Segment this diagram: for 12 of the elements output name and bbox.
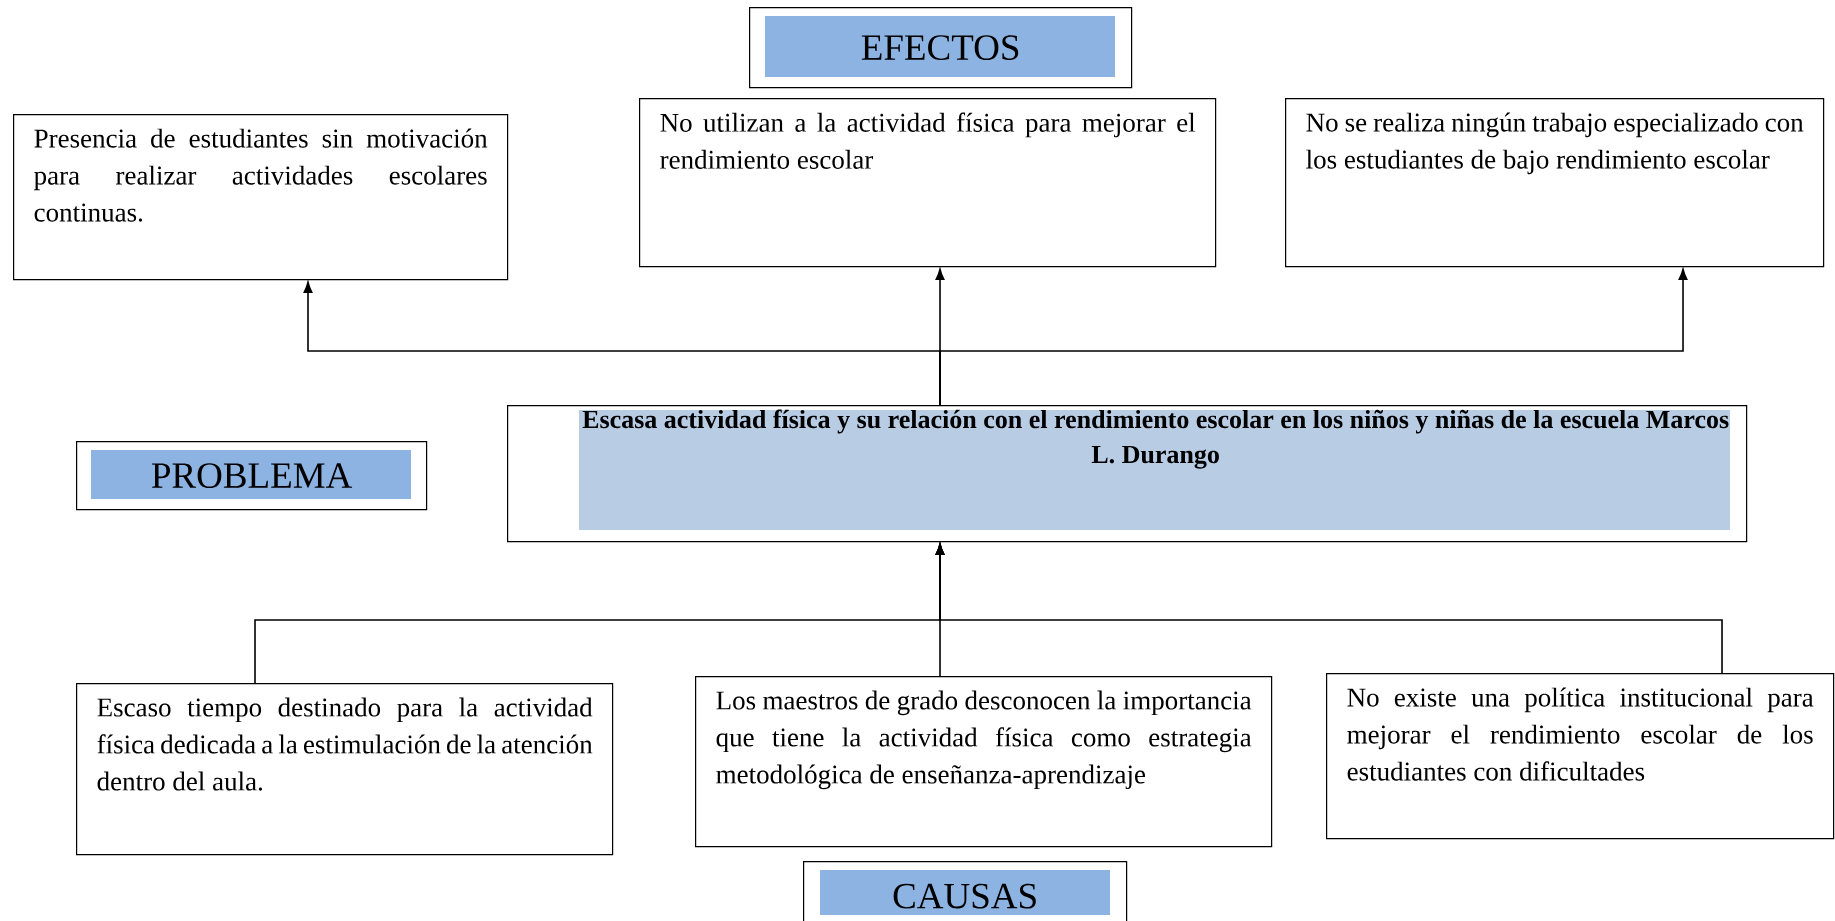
heading-box: EFECTOS [749,7,1133,89]
problem-box: Escasa actividad física y su relación con el rendimiento escolar en los niños y niñas de la escuela Marcos L. Durango [507,405,1748,543]
arrow [935,543,1723,674]
text-box: Presencia de estudiantes sin motivación para realizar actividades escolares continuas. [13,114,509,281]
heading-box: CAUSAS [803,861,1128,921]
text-box: Escaso tiempo destinado para la actividad física dedicada a la estimulación de la atención dentro del aula. [76,683,614,856]
text-box: Los maestros de grado desconocen la importancia que tiene la actividad física como estrategia metodológica de enseñanza-aprendizaje [695,676,1273,848]
heading-box: PROBLEMA [76,441,428,511]
text-box: No utilizan a la actividad física para mejorar el rendimiento escolar [639,98,1217,268]
arrow [939,268,1688,406]
text-box: No existe una política institucional para mejorar el rendimiento escolar de los estudiantes con dificultades [1326,673,1835,840]
text-box: No se realiza ningún trabajo especializado con los estudiantes de bajo rendimiento escolar [1285,98,1825,268]
